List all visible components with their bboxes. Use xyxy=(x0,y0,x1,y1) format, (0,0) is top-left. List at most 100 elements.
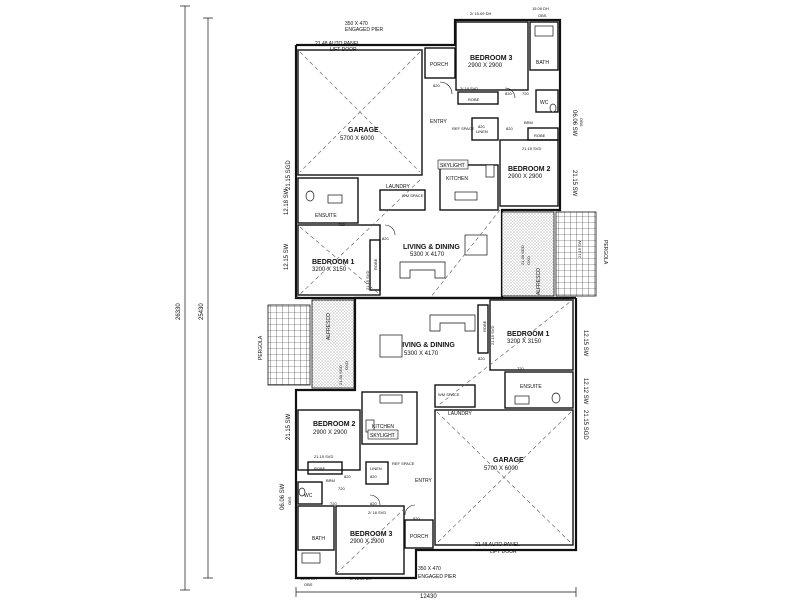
top-ensuite-window: 12.18 SW xyxy=(284,188,290,215)
bottom-island-bench xyxy=(379,394,403,404)
bottom-wc-walls xyxy=(297,481,323,505)
top-porch-label: PORCH xyxy=(430,62,448,68)
bottom-brm-label: BRM xyxy=(326,478,335,483)
bottom-wc-window: 06.06 SW xyxy=(280,483,286,510)
bottom-ref-space: REF SPACE xyxy=(392,461,415,466)
bottom-alfresco-oxo: OXO xyxy=(344,361,349,370)
bottom-bathtub-icon xyxy=(301,552,321,564)
top-laundry-walls xyxy=(379,189,426,211)
top-obs-2: OBS xyxy=(579,118,584,127)
bottom-ensuite-walls xyxy=(504,371,574,409)
bottom-garage-size: 5700 X 6000 xyxy=(484,466,519,472)
bottom-bath-label: BATH xyxy=(312,536,325,542)
top-panel-door: 21.48 AUTO PANEL xyxy=(315,41,360,47)
top-entry-door-swing xyxy=(439,81,453,95)
bottom-kitchen-label: KITCHEN xyxy=(372,424,394,430)
top-ensuite-label: ENSUITE xyxy=(315,213,337,219)
bottom-outer-wall xyxy=(294,296,578,580)
top-linen xyxy=(471,117,499,141)
bottom-alfresco-label: ALFRESCO xyxy=(326,313,332,340)
bottom-bed1-door: 820 xyxy=(478,356,485,361)
top-kitchen-label: KITCHEN xyxy=(446,176,468,182)
top-toilet-icon xyxy=(549,103,557,113)
top-ensuite-walls xyxy=(297,177,359,224)
top-island-bench xyxy=(454,191,478,201)
bottom-bed3-svd: 2/ 18 SVD xyxy=(368,510,386,515)
top-garage-walls xyxy=(297,49,423,176)
top-brm-label: BRM xyxy=(524,120,533,125)
top-sink-icon xyxy=(485,164,495,178)
top-alfresco-oxo: OXO xyxy=(526,256,531,265)
bottom-skylight-box xyxy=(367,429,399,440)
bottom-bed3-door: 820 xyxy=(370,501,377,506)
top-bedroom3-label: BEDROOM 3 xyxy=(470,55,513,62)
top-pergola-area xyxy=(555,211,597,297)
top-wc-door: 720 xyxy=(522,91,529,96)
top-robe-a xyxy=(457,91,499,105)
bottom-obs-1: OBS xyxy=(287,496,292,505)
bottom-pergola-label: PERGOLA xyxy=(258,335,264,360)
bottom-wm-space: WM SPACE xyxy=(438,392,460,397)
top-side-window: 21.15 SGD xyxy=(286,160,292,190)
bottom-bed1-window: 12.15 SW xyxy=(582,330,588,357)
top-wc-window: 06.06 SW xyxy=(571,110,577,137)
top-robe-c-label: ROBE xyxy=(373,258,378,270)
bottom-lounge-sofa xyxy=(429,314,476,332)
top-bed2-window: 21.15 SW xyxy=(571,170,577,197)
bottom-bedroom3-walls xyxy=(335,505,405,575)
top-robe-b-label: ROBE xyxy=(534,133,546,138)
bottom-ensuite-door: 720 xyxy=(517,366,524,371)
top-bath-walls xyxy=(529,21,559,71)
bottom-obs-2: OBS xyxy=(304,582,313,587)
bottom-panel-door-2: LIFT DOOR xyxy=(490,549,517,555)
bottom-porch-label: PORCH xyxy=(410,534,428,540)
bottom-panel-door: 21.48 AUTO PANEL xyxy=(475,542,520,548)
top-robe-c-svd: 21.15 SVD xyxy=(365,271,370,290)
bottom-skylight-label: SKYLIGHT xyxy=(370,433,395,439)
bottom-robe-a-label: ROBE xyxy=(314,466,326,471)
bottom-wc-label: WC xyxy=(304,493,313,499)
bottom-robe-b xyxy=(477,304,489,354)
bottom-robe-b-label: ROBE xyxy=(482,320,487,332)
top-living-label: LIVING & DINING xyxy=(403,244,460,251)
top-bedroom3-size: 2900 X 2900 xyxy=(468,63,503,69)
top-pergola-label: PERGOLA xyxy=(602,240,608,265)
bottom-brm-door: 720 xyxy=(338,486,345,491)
top-entry-label: ENTRY xyxy=(430,119,448,125)
bottom-ensuite-window: 12.12 SW xyxy=(582,378,588,405)
bottom-window-2: 2/ 15.09 DH xyxy=(350,576,371,581)
overall-dimensions: 26330 25430 12430 xyxy=(176,5,577,600)
top-dining-table xyxy=(464,234,488,256)
bottom-dining-table xyxy=(379,334,403,358)
bottom-alfresco-door: 21.30 SGD xyxy=(338,365,343,385)
top-bathtub-icon xyxy=(534,25,554,37)
top-robe-a-label: ROBE xyxy=(468,97,480,102)
top-garage-label: GARAGE xyxy=(348,127,379,134)
top-wc-walls xyxy=(535,89,559,113)
top-lounge-sofa xyxy=(399,261,446,279)
top-bed1-door-swing xyxy=(384,224,396,236)
bottom-garage-walls xyxy=(434,409,574,546)
bottom-pier-label: ENGAGED PIER xyxy=(418,574,456,580)
top-robe-c xyxy=(369,239,381,291)
bottom-window-1: 15.09 DH xyxy=(300,576,317,581)
bottom-robe-svd: 21.15 SVD xyxy=(314,454,333,459)
top-garage-size: 5700 X 6000 xyxy=(340,136,375,142)
top-pier-label: ENGAGED PIER xyxy=(345,27,383,33)
bottom-bath-walls xyxy=(297,505,335,551)
bottom-bedroom1-size: 3200 X 3150 xyxy=(507,339,542,345)
bottom-entry-label: ENTRY xyxy=(415,478,433,484)
bottom-bed2-window: 21.15 SW xyxy=(286,413,292,440)
bottom-bedroom2-label: BEDROOM 2 xyxy=(313,421,356,428)
bottom-entry-door-swing xyxy=(404,504,416,516)
bottom-kitchen-walls xyxy=(361,391,418,445)
top-wm-space: WM SPACE xyxy=(402,193,424,198)
top-skylight-box xyxy=(437,159,469,170)
overall-height-outer: 26330 xyxy=(176,303,182,320)
top-alfresco-door: 21.30 SGD xyxy=(520,245,525,265)
bottom-bed3-door-swing xyxy=(369,494,381,506)
bottom-bedroom3-size: 2900 X 2900 xyxy=(350,539,385,545)
bottom-bedroom3-label: BEDROOM 3 xyxy=(350,531,393,538)
top-bed3-door: 820 xyxy=(505,91,512,96)
top-right-window: 21.15 SW xyxy=(577,240,582,258)
